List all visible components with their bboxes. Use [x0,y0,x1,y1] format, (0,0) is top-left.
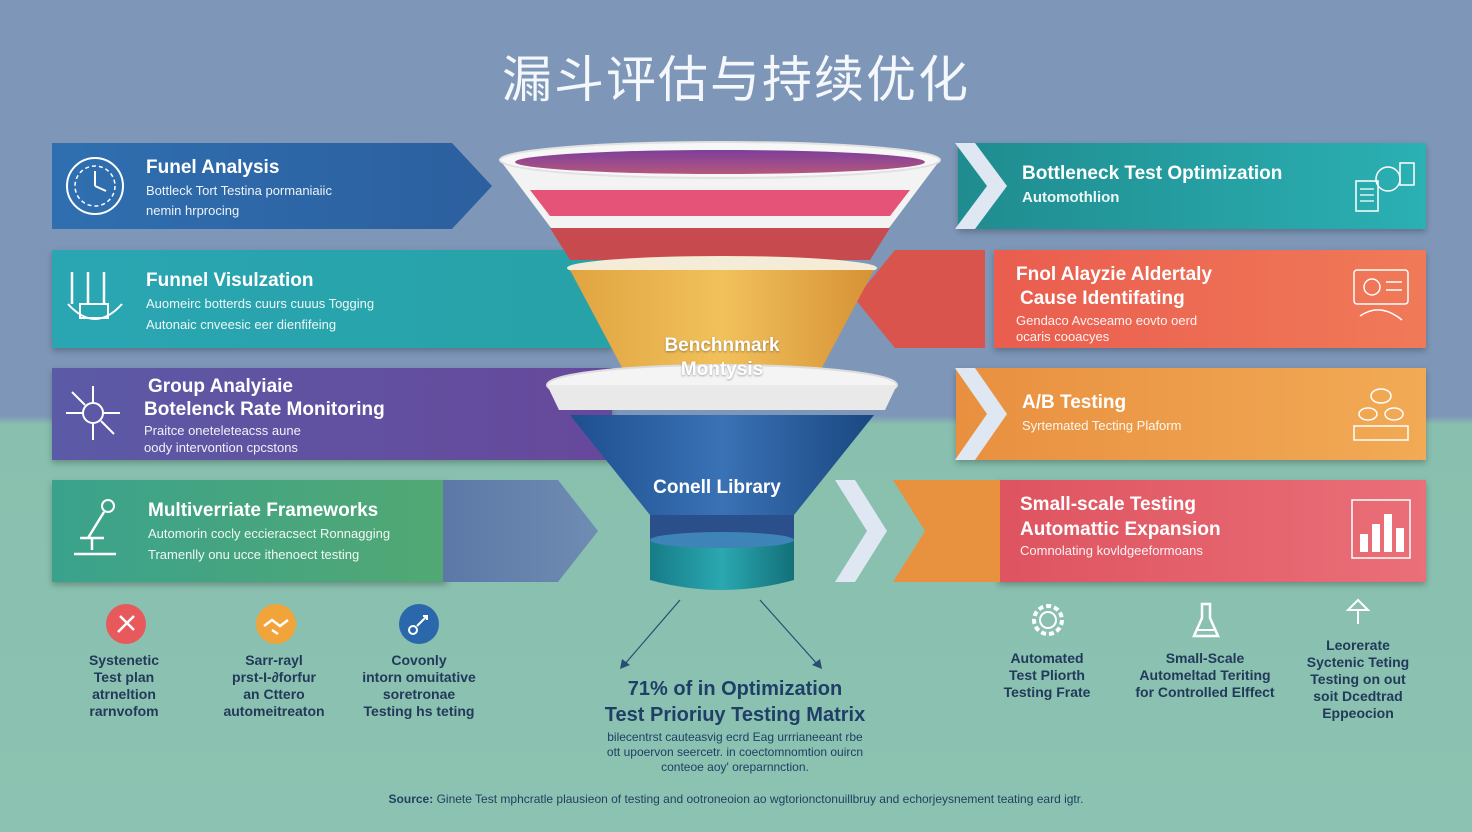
stat-description: bilecentrst cauteasvig ecrd Eag urrriane… [520,730,950,775]
banner-line1: Bottleck Tort Testina pormaniaiic [146,183,332,198]
funnel-layer-blue [570,415,874,520]
banner-line2: Tramenlly onu ucce ithenoect testing [148,547,360,562]
clock-chart-icon [66,157,124,215]
handshake-icon [256,604,296,644]
stat-caption: Leorerate Syctenic Teting Testing on out… [1306,637,1410,721]
banner-title: Fnol Alayzie Aldertaly [1016,264,1213,285]
banner-line1: Automorin cocly eccieracsect Ronnagging [148,526,391,541]
funnel-label-middle: Benchnmark Montysis [664,335,780,380]
workflow-icon [399,604,439,644]
filter-bars-icon [67,272,123,320]
funnel-layer-gold [570,270,874,390]
banner-line1: Syrtemated Tecting Plaform [1022,418,1182,433]
funnel-layer-pink [530,190,910,216]
chevron-right-icon [955,143,1007,229]
stat-caption: Automated Test Pliorth Testing Frate [1003,650,1091,700]
dashboard-icon [1355,162,1415,212]
stat-desc-line2: ott upoervon seercetr. in coectomnomtion… [606,745,864,759]
banner-line1: Auomeirc botterds cuurs cuuus Togging [146,296,375,311]
banner-title: Funnel Visulzation [146,270,314,291]
funnel-label-bottom: Conell Library [653,477,781,498]
stat-title: 71% of in Optimization Test Prioriuy Tes… [520,676,950,728]
banner-title: Group Analyiaie [148,376,293,397]
network-icon [66,386,120,440]
banner-line1: Praitce oneteleteacss aune [144,423,301,438]
banner-line1: Automothlion [1022,189,1120,206]
banner-small-scale: Small-scale Testing Automattic Expansion… [998,480,1426,582]
banner-ab-testing: A/B Testing Syrtemated Tecting Plaform [956,368,1426,460]
tools-icon [106,604,146,644]
banner-title-2: Botelenck Rate Monitoring [144,399,385,420]
funnel-spout-top [650,532,794,548]
stat-title-line1: 71% of in Optimization [627,678,843,700]
banner-line1: Gendaco Avcseamo eovto oerd [1016,313,1198,328]
pointer-arrows [620,599,822,669]
banner-line2: oody intervontion cpcstons [144,440,298,455]
banner-line2: ocaris cooacyes [1016,329,1110,344]
banner-line1: Comnolating kovldgeeformoans [1020,543,1203,558]
arrow-left-icon [855,250,985,348]
stat-title-line2: Test Prioriuy Testing Matrix [604,704,866,726]
gear-icon [1032,604,1064,636]
banner-group-analysis: Group Analyiaie Botelenck Rate Monitorin… [52,368,612,460]
stat-caption: Sarr-rayl prst-I-∂forfur an Cttero autom… [223,652,325,719]
source-note: Source: Ginete Test mphcratle plausieon … [0,792,1472,806]
funnel-top-layer [515,150,925,174]
funnel-layer-red [550,228,890,260]
stat-caption: Covonly intorn omuitative soretronae Tes… [362,652,476,719]
banner-title: Funel Analysis [146,157,280,178]
banner-funnel-cause: Fnol Alayzie Aldertaly Cause Identifatin… [994,250,1426,348]
banner-bottleneck-test: Bottleneck Test Optimization Automothlio… [958,143,1426,229]
stat-desc-line3: conteoe aoy' oreparnnction. [661,760,809,774]
banner-funnel-visualization: Funnel Visulzation Auomeirc botterds cuu… [52,250,612,348]
stat-caption: Systenetic Test plan atrneltion rarnvofo… [88,652,160,719]
bar-chart-icon [1351,499,1411,559]
banner-line2: Autonaic cnveesic eer dienfifeing [146,317,337,332]
source-label: Source: [388,792,434,806]
funnel-spout [650,540,794,590]
chevron-right-icon [955,368,1007,460]
chevron-right-icon [835,480,1000,582]
monitor-icon [1353,269,1409,321]
banner-title: Bottleneck Test Optimization [1022,163,1283,184]
banner-funnel-analysis: Funel Analysis Bottleck Tort Testina por… [52,143,492,229]
banner-title: A/B Testing [1022,392,1127,413]
banner-title: Multiverriate Frameworks [148,500,379,521]
stat-caption: Small-Scale Automeltad Teriting for Cont… [1135,650,1275,700]
microscope-icon [74,499,116,556]
banner-title-2: Automattic Expansion [1020,519,1221,540]
funnel-middle-rim [547,385,897,410]
banner-title: Small-scale Testing [1020,494,1196,515]
stat-desc-line1: bilecentrst cauteasvig ecrd Eag urrriane… [607,730,863,744]
source-text: Ginete Test mphcratle plausieon of testi… [436,792,1084,806]
page-title: 漏斗评估与持续优化 [502,51,970,109]
flask-icon [1192,602,1220,638]
signpost-icon [1345,598,1371,624]
molecule-icon [1353,388,1409,441]
funnel-diagram [499,141,941,590]
banner-line2: nemin hrprocing [146,203,240,218]
banner-title-2: Cause Identifating [1020,288,1185,309]
banner-multivariate: Multiverriate Frameworks Automorin cocly… [52,480,447,582]
